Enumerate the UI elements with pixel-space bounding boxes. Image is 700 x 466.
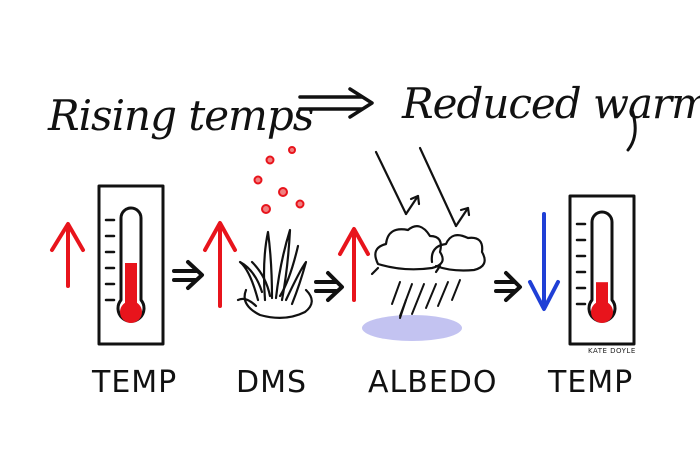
right-arrow-icon xyxy=(494,271,522,302)
step-3-label: ALBEDO xyxy=(368,365,498,400)
right-arrow-icon xyxy=(172,260,204,290)
effect-tail-stroke xyxy=(626,108,637,152)
thermometer-mercury xyxy=(125,263,137,308)
sunlight-reflection-icon xyxy=(374,146,471,228)
cloud-icon xyxy=(370,225,486,276)
thermometer-icon xyxy=(97,184,165,346)
step-2-label: DMS xyxy=(236,365,307,400)
double-arrow-icon xyxy=(298,87,374,119)
albedo-shadow xyxy=(362,315,462,341)
artist-signature: KATE DOYLE xyxy=(588,347,636,355)
step-4-down-arrow xyxy=(528,212,560,311)
step-3-up-arrow xyxy=(338,227,370,302)
step-1-up-arrow xyxy=(50,222,85,288)
cause-text: Rising temps xyxy=(47,91,314,140)
thermometer-icon xyxy=(568,194,636,346)
step-2-up-arrow xyxy=(203,221,237,308)
step-4-label: TEMP xyxy=(547,365,633,400)
right-arrow-icon xyxy=(314,271,344,302)
dms-droplets-icon xyxy=(253,146,305,214)
step-1-label: TEMP xyxy=(91,365,177,400)
phytoplankton-icon xyxy=(236,228,313,319)
effect-text: Reduced warming xyxy=(401,79,700,128)
rain-icon xyxy=(391,279,461,319)
